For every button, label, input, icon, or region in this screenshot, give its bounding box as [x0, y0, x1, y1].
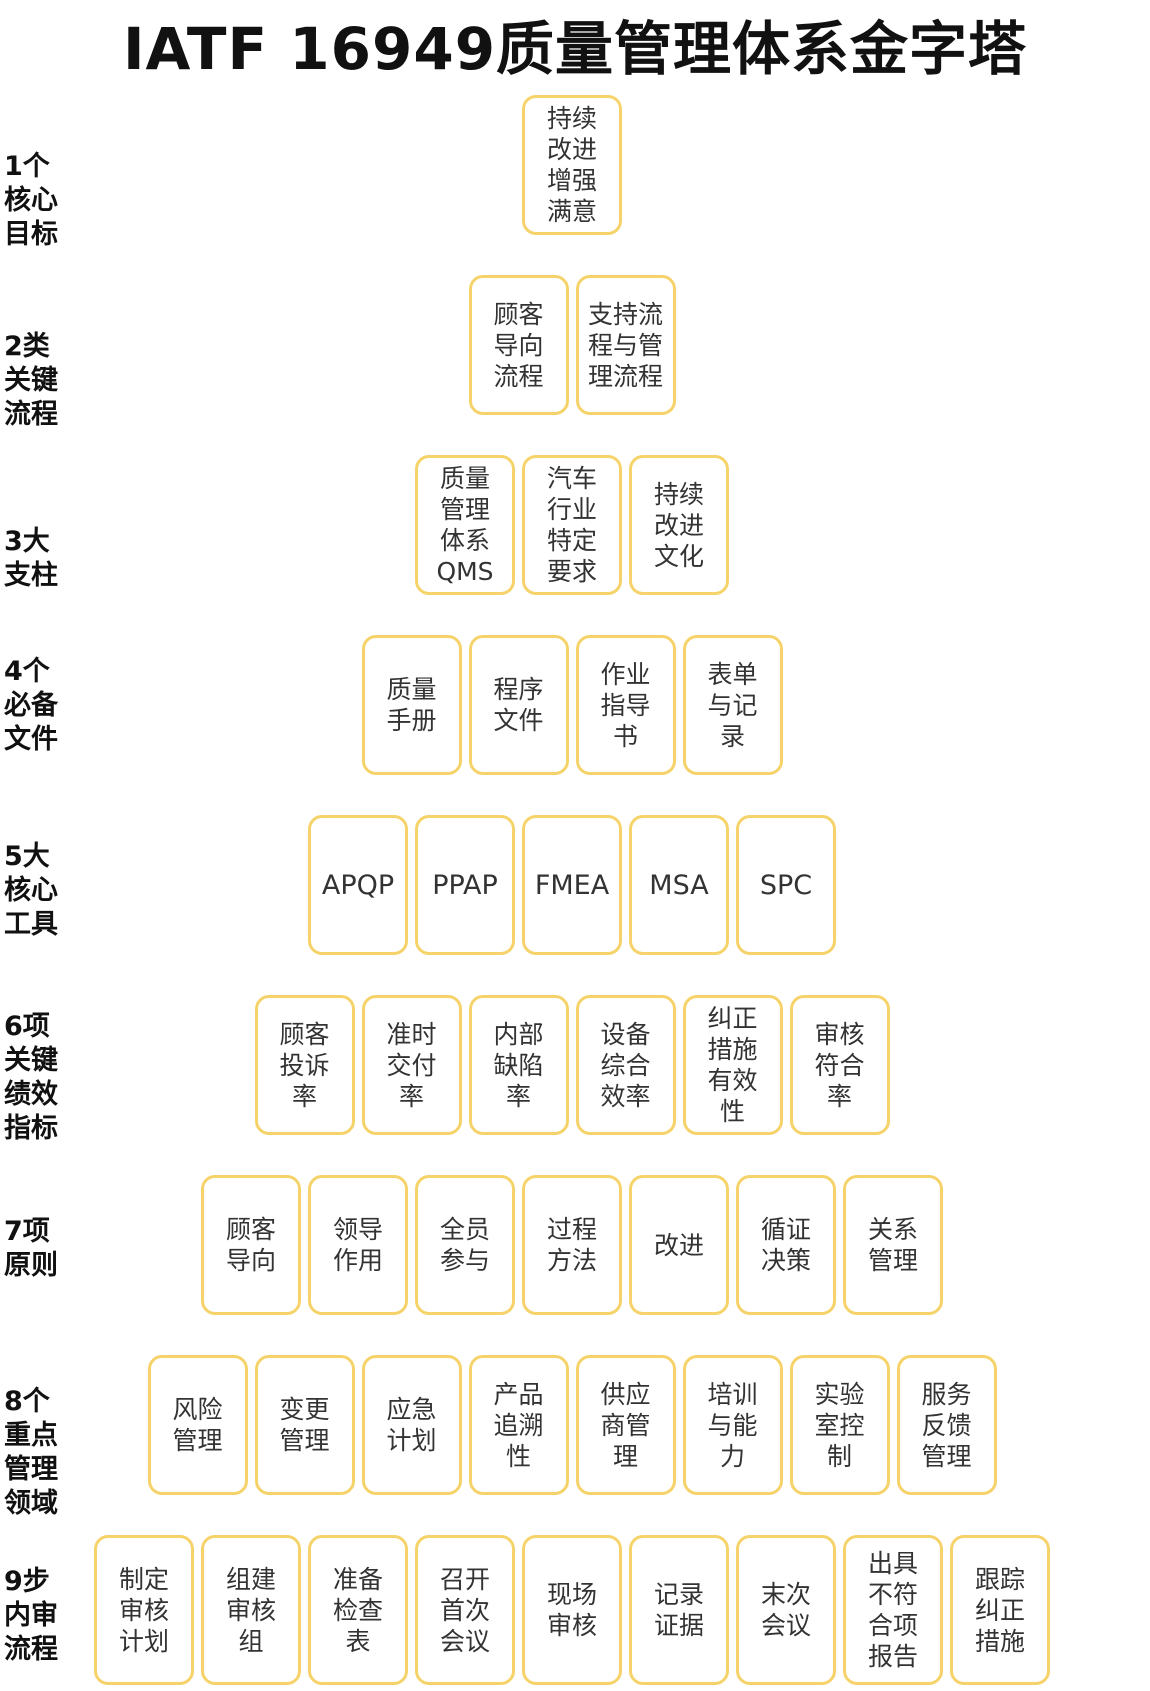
pyramid-box: 作业 指导 书 [575, 635, 676, 775]
row-label: 9步 内审 流程 [4, 1566, 58, 1665]
pyramid-box: PPAP [415, 815, 515, 955]
pyramid-box: MSA [629, 815, 729, 955]
row-label: 4个 必备 文件 [4, 656, 58, 755]
pyramid-box: 改进 [629, 1175, 729, 1315]
pyramid-box: 领导 作用 [308, 1175, 408, 1315]
pyramid-box: 实验 室控 制 [789, 1355, 890, 1495]
pyramid-box: 供应 商管 理 [575, 1355, 676, 1495]
row-label: 7项 原则 [4, 1216, 58, 1281]
pyramid-box: 召开 首次 会议 [415, 1535, 515, 1685]
pyramid-box: 末次 会议 [736, 1535, 836, 1685]
row-label: 2类 关键 流程 [4, 331, 58, 430]
pyramid-box: 跟踪 纠正 措施 [950, 1535, 1050, 1685]
page-title: IATF 16949质量管理体系金字塔 [122, 15, 1028, 83]
pyramid-box: 准时 交付 率 [361, 995, 462, 1135]
row-label: 6项 关键 绩效 指标 [4, 1011, 58, 1144]
pyramid-box: 审核 符合 率 [789, 995, 890, 1135]
pyramid-box: 产品 追溯 性 [468, 1355, 569, 1495]
pyramid-box: 过程 方法 [522, 1175, 622, 1315]
pyramid-box: 持续 改进 增强 满意 [522, 95, 622, 235]
pyramid-box: 汽车 行业 特定 要求 [522, 455, 622, 595]
pyramid-box: 循证 决策 [736, 1175, 836, 1315]
row-label: 8个 重点 管理 领域 [4, 1386, 58, 1519]
pyramid-box: 应急 计划 [361, 1355, 462, 1495]
pyramid-box: 风险 管理 [147, 1355, 248, 1495]
pyramid-box: 内部 缺陷 率 [468, 995, 569, 1135]
pyramid-box: 组建 审核 组 [201, 1535, 301, 1685]
pyramid-box: 纠正 措施 有效 性 [682, 995, 783, 1135]
pyramid-box: 变更 管理 [254, 1355, 355, 1495]
pyramid-box: 程序 文件 [468, 635, 569, 775]
row-label: 3大 支柱 [4, 526, 58, 591]
pyramid-box: 质量 手册 [361, 635, 462, 775]
pyramid-box: 培训 与能 力 [682, 1355, 783, 1495]
pyramid-box: 顾客 投诉 率 [254, 995, 355, 1135]
pyramid-box: 表单 与记 录 [682, 635, 783, 775]
pyramid-box: 出具 不符 合项 报告 [843, 1535, 943, 1685]
pyramid-box: 全员 参与 [415, 1175, 515, 1315]
pyramid-box: FMEA [522, 815, 622, 955]
row-label: 5大 核心 工具 [4, 841, 58, 940]
pyramid-box: APQP [308, 815, 408, 955]
row-label: 1个 核心 目标 [4, 151, 58, 250]
pyramid-box: 顾客 导向 流程 [468, 275, 569, 415]
pyramid-box: 服务 反馈 管理 [896, 1355, 997, 1495]
pyramid-box: 制定 审核 计划 [94, 1535, 194, 1685]
pyramid-box: 支持流 程与管 理流程 [575, 275, 676, 415]
pyramid-box: 顾客 导向 [201, 1175, 301, 1315]
pyramid-box: SPC [736, 815, 836, 955]
pyramid-box: 质量 管理 体系 QMS [415, 455, 515, 595]
pyramid-box: 设备 综合 效率 [575, 995, 676, 1135]
pyramid-box: 准备 检查 表 [308, 1535, 408, 1685]
pyramid-box: 关系 管理 [843, 1175, 943, 1315]
pyramid-box: 现场 审核 [522, 1535, 622, 1685]
pyramid-box: 持续 改进 文化 [629, 455, 729, 595]
pyramid-box: 记录 证据 [629, 1535, 729, 1685]
